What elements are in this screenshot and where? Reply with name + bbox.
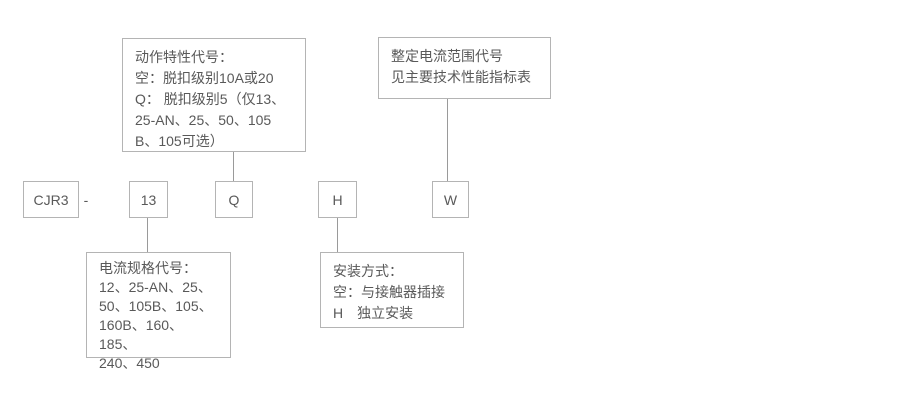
- code-box-current-range: W: [432, 181, 469, 218]
- model-prefix-box: CJR3: [23, 181, 79, 218]
- model-separator-dash: -: [83, 191, 89, 208]
- trip-class-callout: 动作特性代号： 空：脱扣级别10A或20 Q： 脱扣级别5（仅13、 25-AN…: [122, 38, 306, 152]
- mounting-callout: 安装方式： 空：与接触器插接 H 独立安装: [320, 252, 464, 328]
- code-box-trip-class: Q: [215, 181, 253, 218]
- current-range-callout: 整定电流范围代号 见主要技术性能指标表: [378, 37, 551, 99]
- current-spec-callout: 电流规格代号： 12、25-AN、25、 50、105B、105、 160B、1…: [86, 252, 231, 371]
- code-box-current-spec: 13: [129, 181, 168, 218]
- connector-current-spec-line: [147, 218, 148, 252]
- connector-trip-class-line: [233, 152, 234, 181]
- connector-mounting-line: [337, 218, 338, 252]
- connector-current-range-line: [447, 99, 448, 181]
- code-box-mounting: H: [318, 181, 357, 218]
